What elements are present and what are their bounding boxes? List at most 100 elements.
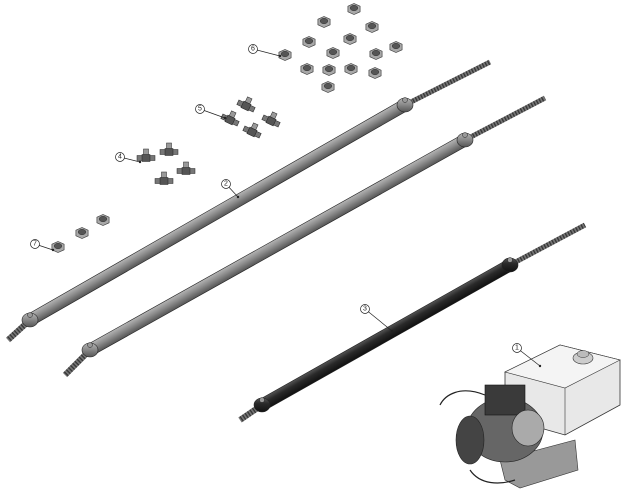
cylinder-gray-lower [62, 95, 547, 378]
pump-housing [511, 409, 545, 447]
hex-nut [369, 48, 383, 60]
port-fitting [462, 132, 468, 138]
hydraulic-fitting [154, 171, 174, 185]
cylinder-gray-upper [5, 59, 492, 343]
hex-nut [278, 49, 292, 61]
fitting-hex [159, 177, 169, 185]
callout-number: 4 [118, 154, 122, 161]
nut-hole [98, 216, 108, 222]
piston-rod [403, 59, 492, 108]
leader-dot [278, 54, 282, 58]
callout-7: 7 [30, 239, 55, 252]
hydraulic-fitting [236, 96, 256, 113]
hex-nut [300, 63, 314, 75]
power-unit [439, 344, 621, 489]
cylinder-barrel [259, 260, 513, 410]
fitting-hex [265, 115, 277, 127]
solenoid-block [484, 384, 526, 416]
port-fitting [507, 257, 513, 263]
nut-hole [328, 49, 338, 55]
leader-dot [51, 248, 55, 252]
callout-number: 3 [363, 306, 367, 313]
hex-nut [326, 47, 340, 59]
hex-nut [302, 36, 316, 48]
motor-end [455, 415, 485, 465]
nut-hole [391, 43, 401, 49]
piston-rod [463, 95, 547, 143]
hydraulic-fitting [159, 142, 179, 156]
cylinder-barrel [27, 100, 408, 325]
nut-hole [77, 229, 87, 235]
hex-nut [317, 16, 331, 28]
callout-number: 7 [33, 241, 37, 248]
callout-number: 5 [198, 106, 202, 113]
leader-dot [390, 329, 394, 333]
hydraulic-fitting [176, 161, 196, 175]
callout-bubble [30, 239, 40, 249]
nut-hole [280, 51, 290, 57]
callout-leader [516, 347, 541, 367]
hex-nut [51, 241, 65, 253]
hydraulic-fitting [261, 111, 281, 128]
callout-bubble [248, 44, 258, 54]
filler-cap-top [576, 350, 590, 358]
callout-1: 1 [512, 343, 542, 368]
hex-nut [344, 63, 358, 75]
fitting-hex [181, 167, 191, 175]
fitting-hex [224, 114, 236, 126]
nut-hole [367, 23, 377, 29]
callout-2: 2 [221, 179, 240, 199]
nut-hole [302, 65, 312, 71]
fitting-hex [240, 100, 252, 112]
callout-bubble [115, 152, 125, 162]
hex-nut [389, 41, 403, 53]
callout-bubble [512, 343, 522, 353]
hydraulic-fitting [136, 148, 156, 162]
nut-hole [53, 243, 63, 249]
callout-bubble [195, 104, 205, 114]
hex-nut [347, 3, 361, 15]
hex-nut [368, 67, 382, 79]
callout-3: 3 [360, 304, 394, 333]
mounting-bracket [499, 439, 579, 489]
leader-dot [223, 116, 227, 120]
nut-hole [371, 50, 381, 56]
callout-number: 1 [515, 345, 519, 352]
nut-hole [370, 69, 380, 75]
nut-hole [323, 83, 333, 89]
hex-nut [321, 81, 335, 93]
port-fitting [87, 342, 93, 348]
port-fitting [259, 397, 265, 403]
fitting-hex [141, 154, 151, 162]
nut-hole [346, 65, 356, 71]
cylinder-black [238, 222, 587, 423]
callout-number: 6 [251, 46, 255, 53]
nut-hole [324, 66, 334, 72]
hex-nut [75, 227, 89, 239]
leader-dot [236, 195, 240, 199]
port-fitting [402, 97, 408, 103]
callout-4: 4 [115, 152, 142, 164]
nut-hole [349, 5, 359, 11]
port-fitting [27, 312, 33, 318]
callout-number: 2 [224, 181, 228, 188]
leader-dot [138, 160, 142, 164]
callout-5: 5 [195, 104, 227, 120]
leader-dot [538, 364, 542, 368]
hex-nut [96, 214, 110, 226]
callout-bubble [221, 179, 231, 189]
callout-6: 6 [248, 44, 282, 58]
hex-nut [343, 33, 357, 45]
nut-hole [345, 35, 355, 41]
hex-nut [365, 21, 379, 33]
wire [469, 469, 516, 484]
callout-bubble [360, 304, 370, 314]
fitting-hex [246, 126, 258, 138]
hydraulic-fitting [242, 122, 262, 139]
wire [439, 390, 486, 406]
fitting-hex [164, 148, 174, 156]
hex-nut [322, 64, 336, 76]
piston-rod [508, 222, 587, 268]
